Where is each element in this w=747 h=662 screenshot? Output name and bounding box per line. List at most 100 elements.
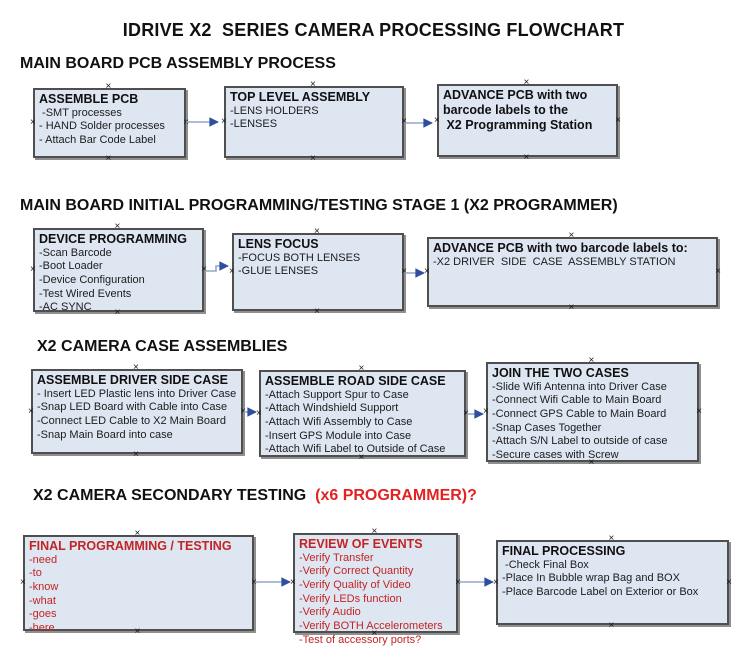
box-item-line: -Attach S/N Label to outside of case: [492, 435, 668, 448]
page-title: IDRIVE X2 SERIES CAMERA PROCESSING FLOWC…: [122, 20, 625, 40]
box-item-line: -Verify Quality of Video: [299, 579, 411, 591]
connection-point-icon: ×: [483, 406, 489, 417]
box-title-line: FINAL PROGRAMMING / TESTING: [29, 539, 232, 553]
connection-point-icon: ×: [256, 407, 262, 419]
flow-box-advance-pcb-driver-side-station[interactable]: ADVANCE PCB with two barcode labels to: …: [424, 231, 721, 313]
box-items: -Verify Transfer-Verify Correct Quantity…: [299, 552, 452, 647]
connection-point-icon: ×: [715, 266, 721, 277]
box-item-line: -know: [29, 581, 59, 593]
flow-box-assemble-road-side-case[interactable]: ASSEMBLE ROAD SIDE CASE -Attach Support …: [256, 364, 469, 463]
box-item-line: -Attach Windshield Support: [265, 402, 399, 415]
connection-point-icon: ×: [696, 406, 702, 417]
box-item-line: -Verify BOTH Accelerometers: [299, 619, 443, 632]
connection-point-icon: ×: [371, 526, 378, 537]
box-item-line: -Insert GPS Module into Case: [265, 429, 412, 442]
box-item-line: -X2 DRIVER SIDE CASE ASSEMBLY STATION: [433, 255, 676, 268]
section-heading-label: X2 CAMERA SECONDARY TESTING: [33, 487, 311, 504]
flow-box-final-programming-testing[interactable]: FINAL PROGRAMMING / TESTING -need-to-kno…: [20, 529, 257, 637]
box-item-line: -Device Configuration: [39, 274, 145, 286]
connection-point-icon: ×: [463, 407, 469, 419]
box-item-line: -Connect LED Cable to X2 Main Board: [37, 415, 226, 427]
connection-point-icon: ×: [568, 230, 575, 241]
connection-point-icon: ×: [251, 577, 257, 588]
box-title: JOIN THE TWO CASES: [492, 366, 693, 381]
connection-point-icon: ×: [314, 226, 320, 237]
connection-point-icon: ×: [314, 306, 320, 317]
box-item-line: -Verify Correct Quantity: [299, 565, 414, 578]
box-title: ASSEMBLE PCB: [39, 92, 180, 107]
section-heading-label: MAIN BOARD PCB ASSEMBLY PROCESS: [20, 55, 336, 72]
box-item-line: -need: [29, 553, 58, 566]
box-items: -Attach Support Spur to Case-Attach Wind…: [265, 389, 460, 457]
box-title-line: ASSEMBLE ROAD SIDE CASE: [265, 374, 446, 388]
box-item-line: -Slide Wifi Antenna into Driver Case: [492, 380, 667, 393]
box-title: DEVICE PROGRAMMING: [39, 232, 198, 247]
section-heading-label: X2 CAMERA CASE ASSEMBLIES: [37, 338, 288, 355]
connection-point-icon: ×: [114, 221, 121, 232]
box-item-line: -FOCUS BOTH LENSES: [238, 251, 361, 264]
box-item-line: -Verify LEDs function: [299, 592, 402, 605]
connection-point-icon: ×: [523, 152, 530, 163]
connection-point-icon: ×: [455, 577, 461, 588]
flow-box-assemble-pcb[interactable]: ASSEMBLE PCB -SMT processes- HAND Solder…: [30, 82, 189, 164]
box-item-line: -GLUE LENSES: [238, 265, 319, 278]
box-item-line: -what: [29, 594, 56, 607]
box-item-line: -Connect GPS Cable to Main Board: [492, 408, 667, 420]
connection-point-icon: ×: [133, 362, 139, 373]
flow-box-review-of-events[interactable]: REVIEW OF EVENTS -Verify Transfer-Verify…: [290, 527, 461, 646]
box-title: REVIEW OF EVENTS: [299, 537, 452, 552]
connection-point-icon: ×: [105, 81, 112, 92]
connection-point-icon: ×: [28, 405, 34, 417]
box-item-line: -Check Final Box: [502, 558, 589, 571]
box-title-line: ADVANCE PCB with two barcode labels to:: [433, 241, 688, 255]
box-items: - Insert LED Plastic lens into Driver Ca…: [37, 388, 237, 443]
flow-box-top-level-assembly[interactable]: TOP LEVEL ASSEMBLY -LENS HOLDERS-LENSES …: [221, 80, 407, 164]
box-title-line: barcode labels to the: [443, 102, 569, 117]
section-heading-pcb-assembly: MAIN BOARD PCB ASSEMBLY PROCESS: [20, 55, 336, 73]
box-title-line: ASSEMBLE PCB: [39, 92, 139, 106]
connector-arrow: [205, 261, 229, 272]
box-item-line: -Snap LED Board with Cable into Case: [37, 401, 228, 414]
connection-point-icon: ×: [201, 264, 207, 275]
connection-point-icon: ×: [726, 576, 732, 588]
box-title-line: LENS FOCUS: [238, 237, 319, 251]
connection-point-icon: ×: [30, 117, 36, 128]
box-title-line: ADVANCE PCB with two: [443, 88, 588, 102]
box-item-line: -to: [29, 567, 42, 580]
box-item-line: -Test Wired Events: [39, 287, 132, 300]
connection-point-icon: ×: [615, 114, 621, 126]
section-heading-secondary-testing: X2 CAMERA SECONDARY TESTING (x6 PROGRAMM…: [33, 487, 477, 505]
flow-box-assemble-driver-side-case[interactable]: ASSEMBLE DRIVER SIDE CASE - Insert LED P…: [28, 363, 246, 460]
box-title: FINAL PROCESSING: [502, 544, 723, 559]
box-items: -Slide Wifi Antenna into Driver Case -Con…: [492, 381, 693, 463]
box-items: -X2 DRIVER SIDE CASE ASSEMBLY STATION: [433, 256, 712, 270]
box-item-line: -Attach Wifi Label to Outside of Case: [265, 443, 446, 456]
box-title: FINAL PROGRAMMING / TESTING: [29, 539, 248, 554]
connection-point-icon: ×: [183, 117, 189, 128]
connection-point-icon: ×: [310, 153, 316, 164]
box-item-line: -here: [29, 621, 55, 634]
box-title-line: TOP LEVEL ASSEMBLY: [230, 90, 371, 104]
connection-point-icon: ×: [401, 266, 407, 277]
box-title-line: REVIEW OF EVENTS: [299, 537, 423, 551]
box-item-line: -Attach Support Spur to Case: [265, 388, 409, 401]
box-title-line: ASSEMBLE DRIVER SIDE CASE: [37, 373, 229, 387]
box-item-line: -Place In Bubble wrap Bag and BOX: [502, 572, 680, 585]
connection-point-icon: ×: [229, 266, 235, 277]
connection-point-icon: ×: [608, 620, 615, 631]
box-item-line: -goes: [29, 608, 57, 621]
box-items: -FOCUS BOTH LENSES-GLUE LENSES: [238, 252, 398, 279]
flow-box-lens-focus[interactable]: LENS FOCUS -FOCUS BOTH LENSES-GLUE LENSE…: [229, 227, 407, 317]
flow-box-final-processing[interactable]: FINAL PROCESSING -Check Final Box-Place …: [493, 534, 732, 631]
box-title-line: DEVICE PROGRAMMING: [39, 232, 187, 246]
box-title: LENS FOCUS: [238, 237, 398, 252]
flow-box-join-the-two-cases[interactable]: JOIN THE TWO CASES -Slide Wifi Antenna i…: [483, 356, 702, 468]
box-item-line: -Secure cases with Screw: [492, 448, 619, 461]
flow-box-device-programming[interactable]: DEVICE PROGRAMMING -Scan Barcode-Boot Lo…: [30, 222, 207, 318]
box-item-line: - Insert LED Plastic lens into Driver Ca…: [37, 387, 237, 400]
connection-point-icon: ×: [424, 266, 430, 277]
box-title: ADVANCE PCB with two barcode labels to:: [433, 241, 712, 256]
box-title-line: FINAL PROCESSING: [502, 544, 626, 558]
